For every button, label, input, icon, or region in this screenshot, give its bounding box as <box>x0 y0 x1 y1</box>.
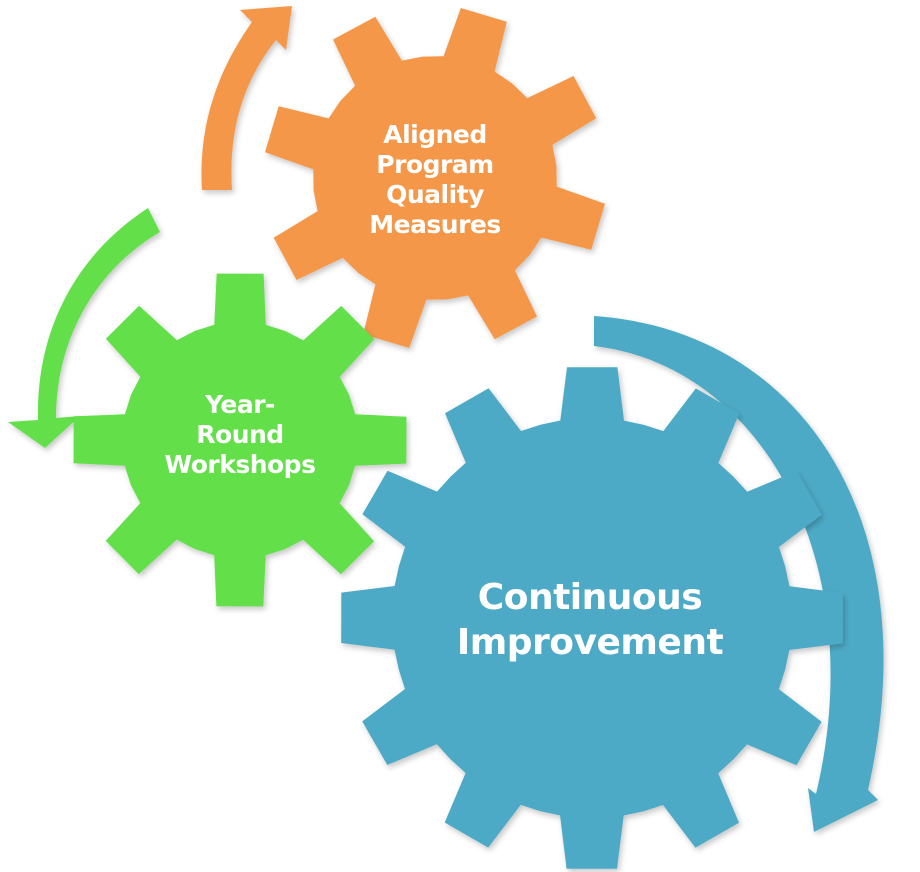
green-gear-label: Year- Round Workshops <box>130 370 350 500</box>
orange-gear-label-line: Quality <box>386 180 484 209</box>
orange-gear-label: Aligned Program Quality Measures <box>320 100 550 260</box>
orange-gear-label-line: Aligned <box>383 120 487 149</box>
blue-gear-label-line: Continuous <box>477 577 703 618</box>
green-gear-label-line: Round <box>196 420 284 449</box>
orange-gear-label-line: Measures <box>369 210 501 239</box>
green-gear-label-line: Year- <box>205 390 275 419</box>
blue-gear <box>341 367 843 869</box>
green-gear <box>73 273 407 607</box>
orange-cycle-arrow <box>201 6 292 190</box>
green-gear-label-line: Workshops <box>164 450 316 479</box>
orange-gear <box>265 8 605 348</box>
green-cycle-arrow <box>8 208 160 448</box>
blue-gear-label-line: Improvement <box>456 622 724 663</box>
blue-cycle-arrow <box>594 316 884 832</box>
blue-gear-label: Continuous Improvement <box>420 560 760 680</box>
orange-gear-label-line: Program <box>376 150 494 179</box>
